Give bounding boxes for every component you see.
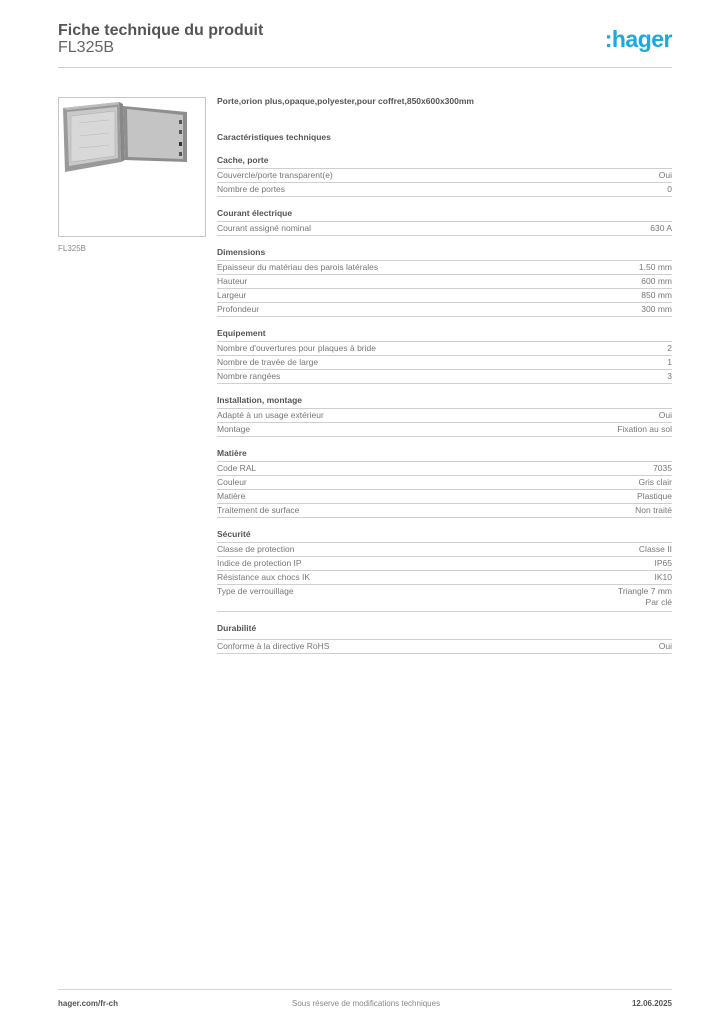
- spec-row: Nombre d'ouvertures pour plaques à bride…: [217, 342, 672, 356]
- spec-label: Couvercle/porte transparent(e): [217, 170, 333, 180]
- section-matiere: Matière Code RAL 7035 Couleur Gris clair M…: [217, 448, 672, 518]
- section-title: Sécurité: [217, 529, 672, 543]
- spec-value: 7035: [653, 463, 672, 473]
- page-title: Fiche technique du produit: [58, 22, 264, 39]
- spec-label: Nombre d'ouvertures pour plaques à bride: [217, 343, 376, 353]
- spec-row: Montage Fixation au sol: [217, 423, 672, 437]
- spec-label: Nombre de travée de large: [217, 357, 319, 367]
- spec-row: Code RAL 7035: [217, 462, 672, 476]
- section-title: Matière: [217, 448, 672, 462]
- spec-value: Oui: [658, 410, 672, 420]
- spec-value: 1.50 mm: [638, 262, 672, 272]
- spec-label: Largeur: [217, 290, 247, 300]
- section-title: Installation, montage: [217, 395, 672, 409]
- spec-label: Traitement de surface: [217, 505, 300, 515]
- footer-website-link[interactable]: hager.com/fr-ch: [58, 999, 119, 1008]
- spec-label: Nombre rangées: [217, 371, 281, 381]
- spec-row: Classe de protection Classe II: [217, 543, 672, 557]
- spec-label: Classe de protection: [217, 544, 295, 554]
- footer-disclaimer: Sous réserve de modifications techniques: [292, 999, 441, 1008]
- spec-value: IK10: [654, 572, 673, 582]
- spec-value: 0: [667, 184, 672, 194]
- section-securite: Sécurité Classe de protection Classe II I…: [217, 529, 672, 612]
- spec-row: Nombre de travée de large 1: [217, 356, 672, 370]
- spec-row: Adapté à un usage extérieur Oui: [217, 409, 672, 423]
- section-title: Dimensions: [217, 247, 672, 261]
- spec-label: Type de verrouillage: [217, 586, 294, 596]
- spec-label: Courant assigné nominal: [217, 223, 312, 233]
- spec-row: Largeur 850 mm: [217, 289, 672, 303]
- section-title: Cache, porte: [217, 155, 672, 169]
- product-code: FL325B: [58, 39, 115, 56]
- spec-label: Hauteur: [217, 276, 248, 286]
- spec-label: Epaisseur du matériau des parois latéral…: [217, 262, 379, 272]
- spec-row: Profondeur 300 mm: [217, 303, 672, 317]
- spec-label: Couleur: [217, 477, 247, 487]
- spec-value: 2: [667, 343, 672, 353]
- spec-row: Indice de protection IP IP65: [217, 557, 672, 571]
- spec-label: Conforme à la directive RoHS: [217, 641, 330, 651]
- spec-row: Couleur Gris clair: [217, 476, 672, 490]
- section-dimensions: Dimensions Epaisseur du matériau des par…: [217, 247, 672, 317]
- section-equipement: Equipement Nombre d'ouvertures pour plaq…: [217, 328, 672, 384]
- section-cache-porte: Cache, porte Couvercle/porte transparent…: [217, 155, 672, 197]
- spec-value: Oui: [658, 170, 672, 180]
- footer-divider: [58, 989, 672, 990]
- spec-value: Oui: [658, 641, 672, 651]
- spec-label: Code RAL: [217, 463, 257, 473]
- spec-row: Conforme à la directive RoHS Oui: [217, 640, 672, 654]
- product-description: Porte,orion plus,opaque,polyester,pour c…: [217, 96, 474, 106]
- spec-value: Fixation au sol: [617, 424, 672, 434]
- section-title: Durabilité: [217, 623, 672, 640]
- spec-value: 630 A: [650, 223, 672, 233]
- header-divider: [58, 67, 672, 68]
- spec-row: Hauteur 600 mm: [217, 275, 672, 289]
- spec-label: Résistance aux chocs IK: [217, 572, 311, 582]
- spec-value: Triangle 7 mm Par clé: [617, 586, 672, 607]
- spec-value: Gris clair: [638, 477, 672, 487]
- hager-logo: :hager: [604, 26, 673, 52]
- spec-label: Indice de protection IP: [217, 558, 302, 568]
- section-durabilite: Durabilité Conforme à la directive RoHS O…: [217, 623, 672, 654]
- spec-label: Matière: [217, 491, 246, 501]
- spec-row: Courant assigné nominal 630 A: [217, 222, 672, 236]
- spec-row: Couvercle/porte transparent(e) Oui: [217, 169, 672, 183]
- spec-row: Résistance aux chocs IK IK10: [217, 571, 672, 585]
- spec-row: Nombre de portes 0: [217, 183, 672, 197]
- footer-date: 12.06.2025: [631, 999, 672, 1008]
- spec-value: Classe II: [638, 544, 672, 554]
- spec-label: Adapté à un usage extérieur: [217, 410, 324, 420]
- spec-content: Porte,orion plus,opaque,polyester,pour c…: [217, 96, 672, 654]
- section-title: Courant électrique: [217, 208, 672, 222]
- spec-row: Epaisseur du matériau des parois latéral…: [217, 261, 672, 275]
- enclosure-illustration-icon: [63, 102, 187, 172]
- image-caption: FL325B: [58, 244, 87, 253]
- spec-row: Type de verrouillage Triangle 7 mm Par cl…: [217, 585, 672, 612]
- spec-label: Profondeur: [217, 304, 260, 314]
- tech-characteristics-title: Caractéristiques techniques: [217, 132, 331, 142]
- spec-row: Nombre rangées 3: [217, 370, 672, 384]
- spec-value: Plastique: [637, 491, 672, 501]
- product-image: [58, 97, 206, 237]
- spec-label: Nombre de portes: [217, 184, 286, 194]
- spec-label: Montage: [217, 424, 251, 434]
- spec-value: 3: [667, 371, 672, 381]
- spec-row: Matière Plastique: [217, 490, 672, 504]
- spec-value: 600 mm: [641, 276, 672, 286]
- spec-value: IP65: [654, 558, 673, 568]
- spec-value: Non traité: [635, 505, 672, 515]
- section-courant-electrique: Courant électrique Courant assigné nomin…: [217, 208, 672, 236]
- spec-value: 850 mm: [641, 290, 672, 300]
- spec-row: Traitement de surface Non traité: [217, 504, 672, 518]
- spec-value: 1: [667, 357, 672, 367]
- section-installation-montage: Installation, montage Adapté à un usage …: [217, 395, 672, 437]
- section-title: Equipement: [217, 328, 672, 342]
- spec-value: 300 mm: [641, 304, 672, 314]
